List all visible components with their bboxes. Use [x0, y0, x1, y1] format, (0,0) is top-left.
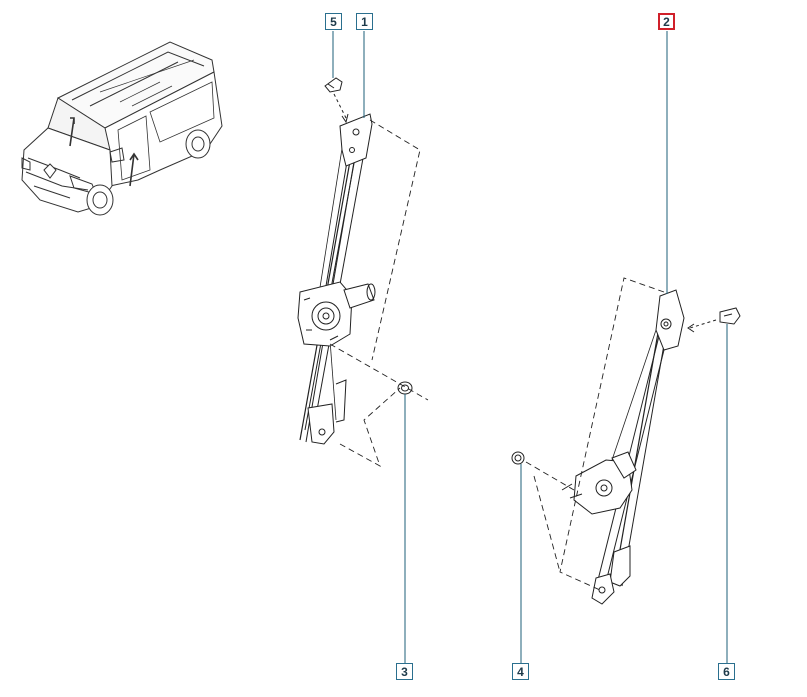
- callout-6[interactable]: 6: [718, 663, 735, 680]
- callout-1[interactable]: 1: [356, 13, 373, 30]
- leader-lines: [333, 31, 727, 663]
- van-illustration: [22, 42, 222, 215]
- window-regulator-right: [512, 290, 740, 604]
- callout-4[interactable]: 4: [512, 663, 529, 680]
- callout-5[interactable]: 5: [325, 13, 342, 30]
- callout-3[interactable]: 3: [396, 663, 413, 680]
- left-dashed-guides: [330, 120, 428, 466]
- right-dashed-guides: [526, 278, 664, 590]
- callout-2[interactable]: 2: [658, 13, 675, 30]
